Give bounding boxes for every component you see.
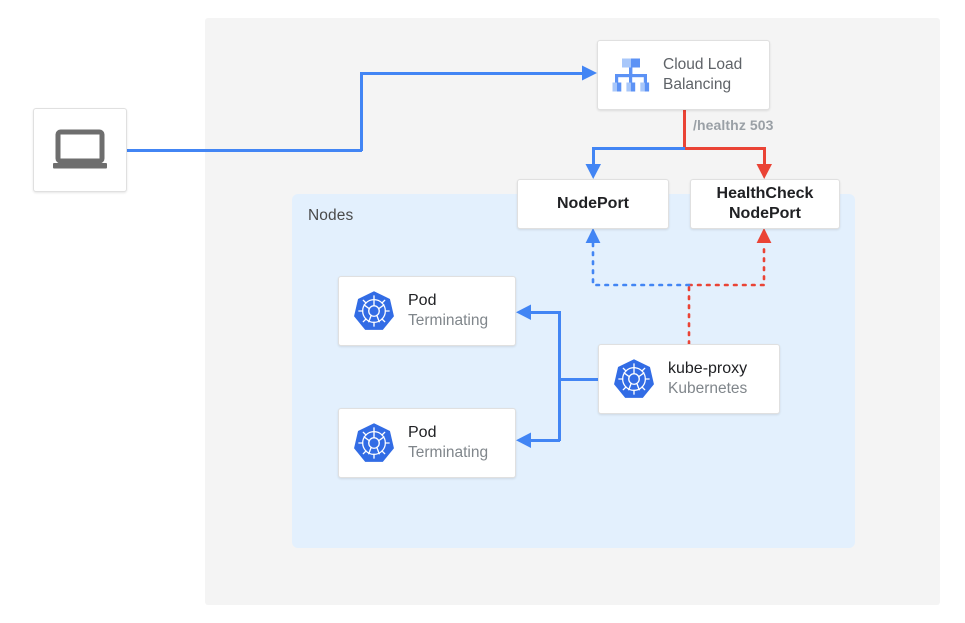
kubernetes-icon — [614, 359, 654, 398]
pods-bracket-vertical — [558, 311, 561, 441]
pod-1-text: Pod Terminating — [408, 291, 488, 331]
kube-proxy-title: kube-proxy — [668, 359, 748, 377]
cloud-load-balancing-label: Cloud Load Balancing — [663, 55, 742, 96]
kube-proxy-box[interactable]: kube-proxy Kubernetes — [598, 344, 780, 414]
healthcheck-nodeport-label: HealthCheck NodePort — [717, 184, 814, 223]
nodeport-label: NodePort — [557, 195, 629, 213]
nodeport-branch-horizontal — [592, 147, 685, 150]
cloud-load-balancing-line-1: Cloud Load — [663, 55, 743, 73]
kubernetes-icon — [354, 423, 394, 462]
client-to-lb-vertical-segment — [360, 72, 363, 151]
pod-1-status: Terminating — [408, 312, 489, 330]
kube-proxy-text: kube-proxy Kubernetes — [668, 359, 747, 399]
pod-2-text: Pod Terminating — [408, 423, 488, 463]
nodeport-box[interactable]: NodePort — [517, 179, 669, 229]
client-to-lb-top-segment — [360, 72, 588, 75]
kube-proxy-subtitle: Kubernetes — [668, 380, 748, 398]
healthcheck-nodeport-line-2: NodePort — [728, 205, 801, 222]
bracket-to-pod-2-segment — [528, 439, 560, 442]
healthcheck-nodeport-line-1: HealthCheck — [716, 185, 814, 203]
pod-1-title: Pod — [408, 291, 437, 309]
kubernetes-icon — [354, 291, 394, 330]
pod-2-title: Pod — [408, 423, 437, 441]
nodeport-branch-vertical — [592, 147, 595, 167]
kubeproxy-to-bracket-segment — [559, 378, 599, 381]
nodes-panel-label: Nodes — [308, 207, 354, 224]
lb-healthcheck-stem — [683, 110, 686, 149]
client-to-lb-horizontal-segment — [127, 149, 362, 152]
cloud-load-balancing-line-2: Balancing — [663, 76, 732, 93]
pod-box-1[interactable]: Pod Terminating — [338, 276, 516, 346]
pod-box-2[interactable]: Pod Terminating — [338, 408, 516, 478]
healthcheck-branch-horizontal — [683, 147, 765, 150]
healthcheck-nodeport-box[interactable]: HealthCheck NodePort — [690, 179, 840, 229]
healthcheck-branch-vertical — [763, 147, 766, 167]
cloud-load-balancing-icon — [612, 58, 650, 92]
pod-2-status: Terminating — [408, 444, 489, 462]
client-box[interactable] — [33, 108, 127, 192]
laptop-icon — [53, 129, 107, 169]
healthz-status-label: /healthz 503 — [693, 117, 774, 133]
bracket-to-pod-1-segment — [528, 311, 560, 314]
cloud-load-balancing-box[interactable]: Cloud Load Balancing — [597, 40, 770, 110]
